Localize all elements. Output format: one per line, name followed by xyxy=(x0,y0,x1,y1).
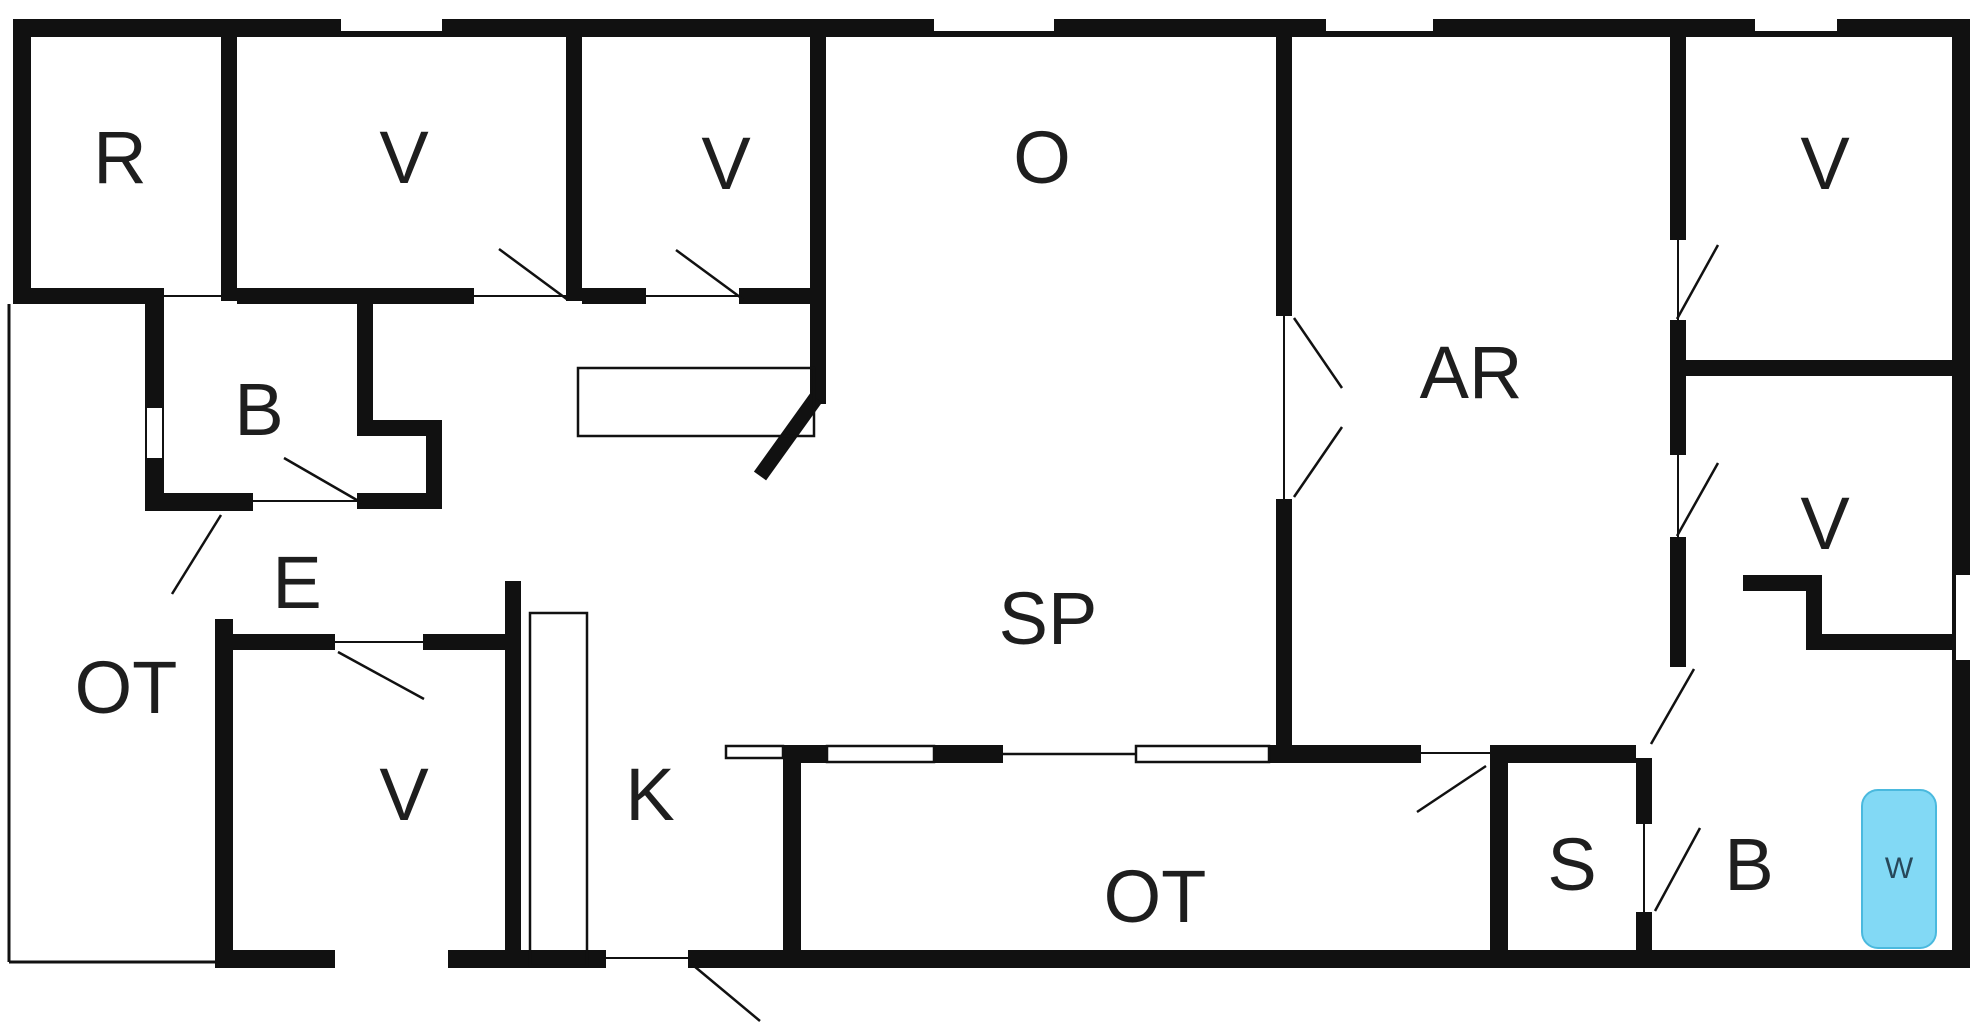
room-label-v5: V xyxy=(1800,482,1850,565)
room-label-k: K xyxy=(625,753,675,836)
washer-label: W xyxy=(1884,852,1914,885)
room-label-b2: B xyxy=(1724,823,1774,906)
door-swings xyxy=(170,244,1720,1022)
room-label-ot-bottom: OT xyxy=(1103,855,1207,938)
room-label-v3: V xyxy=(1800,122,1850,205)
room-label-o: O xyxy=(1013,116,1071,199)
room-label-sp: SP xyxy=(998,577,1098,660)
interior-walls xyxy=(13,19,1970,968)
window-openings xyxy=(147,0,1970,968)
room-label-r: R xyxy=(93,116,147,199)
terrace-boundary xyxy=(7,304,221,964)
room-label-s: S xyxy=(1547,823,1597,906)
door-thresholds xyxy=(164,240,1679,959)
room-label-v2: V xyxy=(701,122,751,205)
room-label-ar: AR xyxy=(1419,331,1523,414)
furniture-outlines xyxy=(528,366,816,968)
room-label-ot-left: OT xyxy=(74,646,178,729)
room-label-b1: B xyxy=(234,368,284,451)
glazed-partitions xyxy=(724,744,1271,764)
room-label-v4: V xyxy=(379,753,429,836)
washing-machine-icon xyxy=(1861,789,1937,949)
room-label-e: E xyxy=(272,541,322,624)
room-label-v1: V xyxy=(379,116,429,199)
